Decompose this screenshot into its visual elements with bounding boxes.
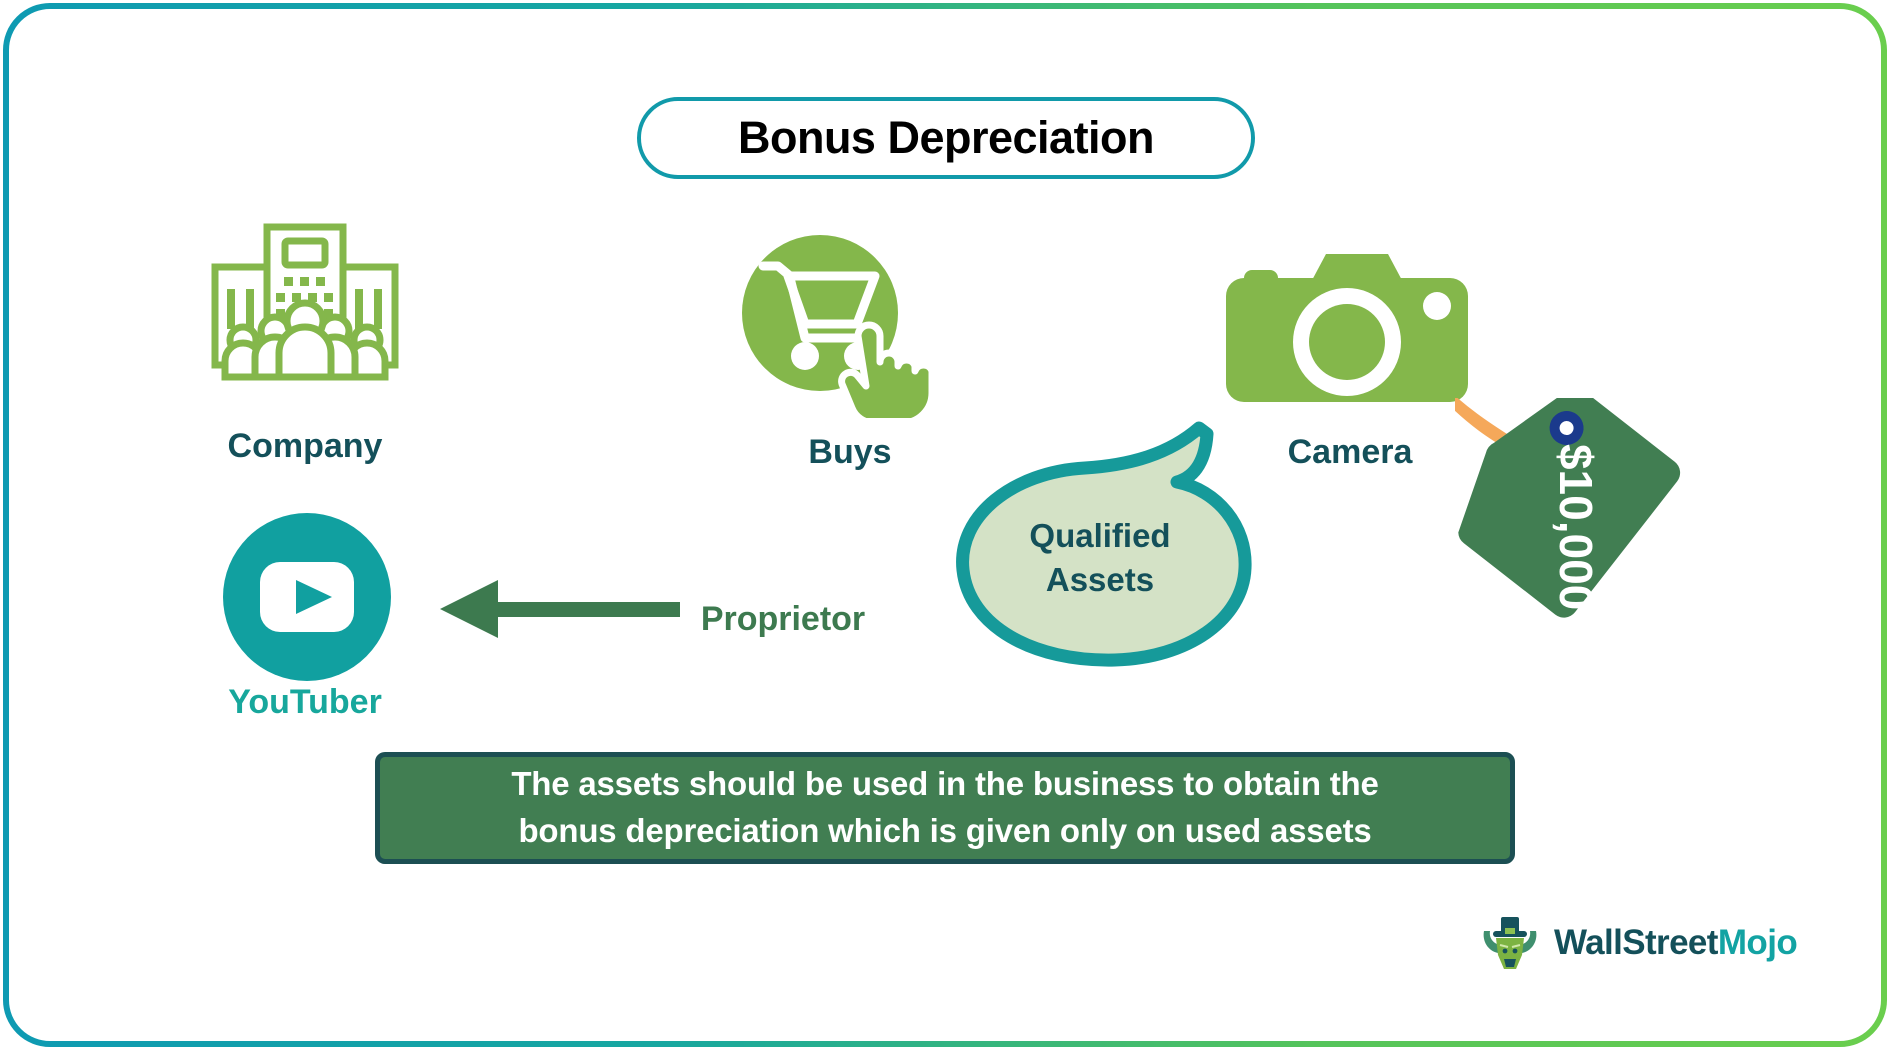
youtube-play-icon <box>222 512 392 682</box>
company-label: Company <box>227 427 383 465</box>
brand-logo-part-a: WallStreet <box>1554 923 1718 962</box>
price-tag: $10,000 <box>1429 376 1695 630</box>
title-pill: Bonus Depreciation <box>637 97 1255 179</box>
shopping-cart-hand-click-icon <box>725 228 945 427</box>
note-banner-text: The assets should be used in the busines… <box>485 761 1404 855</box>
youtuber-label: YouTuber <box>228 683 382 721</box>
brand-logo-part-b: Mojo <box>1717 923 1798 962</box>
brand-logo-text: WallStreetMojo <box>1554 923 1798 963</box>
note-banner-line-1: The assets should be used in the busines… <box>511 765 1379 803</box>
note-banner-line-2: bonus depreciation which is given only o… <box>518 812 1372 849</box>
bubble-text: Qualified Assets <box>955 514 1245 601</box>
price-tag-amount: $10,000 <box>1550 444 1602 610</box>
proprietor-label: Proprietor <box>700 600 866 638</box>
camera-icon <box>1222 250 1472 405</box>
note-banner: The assets should be used in the busines… <box>375 752 1515 864</box>
office-building-people-icon <box>205 205 405 385</box>
page-title: Bonus Depreciation <box>737 112 1155 163</box>
bubble-line-1: Qualified <box>1029 517 1171 554</box>
camera-label: Camera <box>1287 433 1413 471</box>
buys-label: Buys <box>808 433 892 471</box>
brand-logo: WallStreetMojo <box>1478 908 1808 978</box>
bull-with-top-hat-icon <box>1483 917 1537 969</box>
proprietor-arrow-icon <box>440 580 680 640</box>
bubble-line-2: Assets <box>1045 560 1155 598</box>
qualified-assets-bubble: Qualified Assets <box>955 420 1265 670</box>
